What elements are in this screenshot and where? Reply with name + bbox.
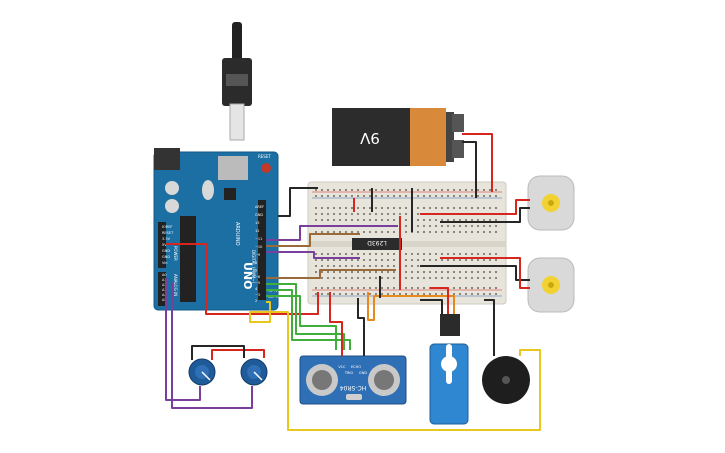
pin-9-label: ~9	[255, 253, 260, 257]
wire-motor2-a[interactable]	[420, 265, 530, 281]
power-header-label: POWER	[173, 246, 178, 261]
pin-a1-label: A1	[162, 278, 167, 282]
pin-4-label: 4	[255, 287, 258, 291]
pin-5-label: ~5	[255, 281, 260, 285]
reset-label: RESET	[258, 154, 271, 159]
pin-3v3-label: 3.3V	[162, 237, 171, 241]
potentiometer-2[interactable]	[240, 358, 268, 386]
pin-7-label: 7	[255, 269, 257, 273]
pin-5v-label: 5V	[162, 243, 167, 247]
wire-buzzer-signal[interactable]	[256, 311, 541, 431]
wire-pin-9[interactable]	[266, 251, 360, 259]
pin-a3-label: A3	[162, 288, 167, 292]
wire-buzzer-ground[interactable]	[484, 299, 495, 356]
wire-gnd-rail[interactable]	[278, 187, 318, 217]
digital-header-label: DIGITAL (PWM~)	[251, 250, 256, 284]
wire-pot-ground[interactable]	[191, 345, 245, 360]
pin-a4-label: A4	[162, 293, 167, 297]
pin-11-label: ~11	[255, 237, 262, 241]
ic-label: L293D	[367, 239, 387, 246]
wire-pot2-signal[interactable]	[171, 282, 253, 409]
wire-pin-3[interactable]	[266, 295, 337, 350]
pin-10-label: ~10	[255, 245, 262, 249]
dc-motor-2[interactable]	[527, 257, 575, 313]
pin-8-label: 8	[255, 261, 257, 265]
wire-pin-4[interactable]	[266, 289, 351, 350]
wire-ultrasonic-vcc[interactable]	[329, 292, 343, 356]
arduino-uno[interactable]: ARDUINO UNO RESET POWER ANALOG IN DIGITA…	[153, 148, 279, 311]
ultrasonic-sensor[interactable]: HC-SR04 VCC TRIG ECHO GND	[299, 355, 407, 405]
pin-a5-label: A5	[162, 298, 167, 302]
breadboard[interactable]	[307, 181, 507, 305]
wire-pin-10[interactable]	[266, 233, 360, 247]
pin-gnd1-label: GND	[162, 249, 170, 253]
l293d-ic[interactable]: L293D	[352, 238, 402, 250]
pin-aref-label: AREF	[255, 205, 264, 209]
usb-cable[interactable]	[222, 22, 252, 141]
wire-5v-rail[interactable]	[166, 243, 319, 315]
ultrasonic-pin-trig: TRIG	[344, 371, 354, 375]
potentiometer-1[interactable]	[188, 358, 216, 386]
wire-motor2-b[interactable]	[440, 257, 530, 289]
pin-ioref-label: IOREF	[162, 225, 172, 229]
pin-reset-label: RESET	[162, 231, 174, 235]
arduino-brand: ARDUINO	[234, 222, 240, 246]
pin-a0-label: A0	[162, 273, 167, 277]
pin-a2-label: A2	[162, 283, 167, 287]
wire-servo-signal[interactable]	[367, 292, 455, 321]
wires	[165, 133, 541, 431]
ultrasonic-label: HC-SR04	[340, 384, 367, 391]
battery-label: 9V	[359, 129, 380, 147]
pin-vin-label: Vin	[162, 261, 168, 265]
wire-pot1-signal[interactable]	[165, 278, 201, 401]
chip-icon	[224, 188, 236, 200]
ultrasonic-pin-vcc: VCC	[338, 365, 346, 369]
pin-13-label: 13	[255, 221, 259, 225]
wire-pot-power[interactable]	[211, 349, 265, 360]
wire-pin-11[interactable]	[266, 225, 398, 241]
wire-battery-positive[interactable]	[462, 133, 493, 192]
wire-pin-2-buzzer[interactable]	[249, 301, 271, 323]
wire-battery-negative[interactable]	[462, 141, 477, 198]
pin-3-label: ~3	[255, 293, 260, 297]
ultrasonic-pin-gnd: GND	[359, 371, 367, 375]
wire-servo-power[interactable]	[430, 287, 449, 314]
servo-motor[interactable]	[429, 314, 469, 425]
wire-motor1-a[interactable]	[420, 199, 530, 215]
battery-9v[interactable]: 9V	[332, 108, 464, 166]
wire-ultrasonic-gnd[interactable]	[357, 298, 365, 356]
analog-header-label: ANALOG IN	[173, 274, 178, 296]
ultrasonic-pin-echo: ECHO	[351, 365, 361, 369]
pin-gnd2-label: GND	[162, 255, 170, 259]
pin-6-label: ~6	[255, 275, 260, 279]
piezo-buzzer[interactable]	[482, 356, 530, 404]
reset-button[interactable]	[261, 163, 271, 173]
wire-servo-ground[interactable]	[420, 299, 443, 314]
pin-gnd-label: GND	[255, 213, 263, 217]
pin-2-label: 2	[255, 299, 257, 303]
wire-pin-6[interactable]	[266, 269, 396, 279]
dc-motor-1[interactable]	[527, 175, 575, 231]
pin-12-label: 12	[255, 229, 259, 233]
wire-motor1-b[interactable]	[440, 207, 530, 223]
arduino-model: UNO	[241, 262, 254, 290]
